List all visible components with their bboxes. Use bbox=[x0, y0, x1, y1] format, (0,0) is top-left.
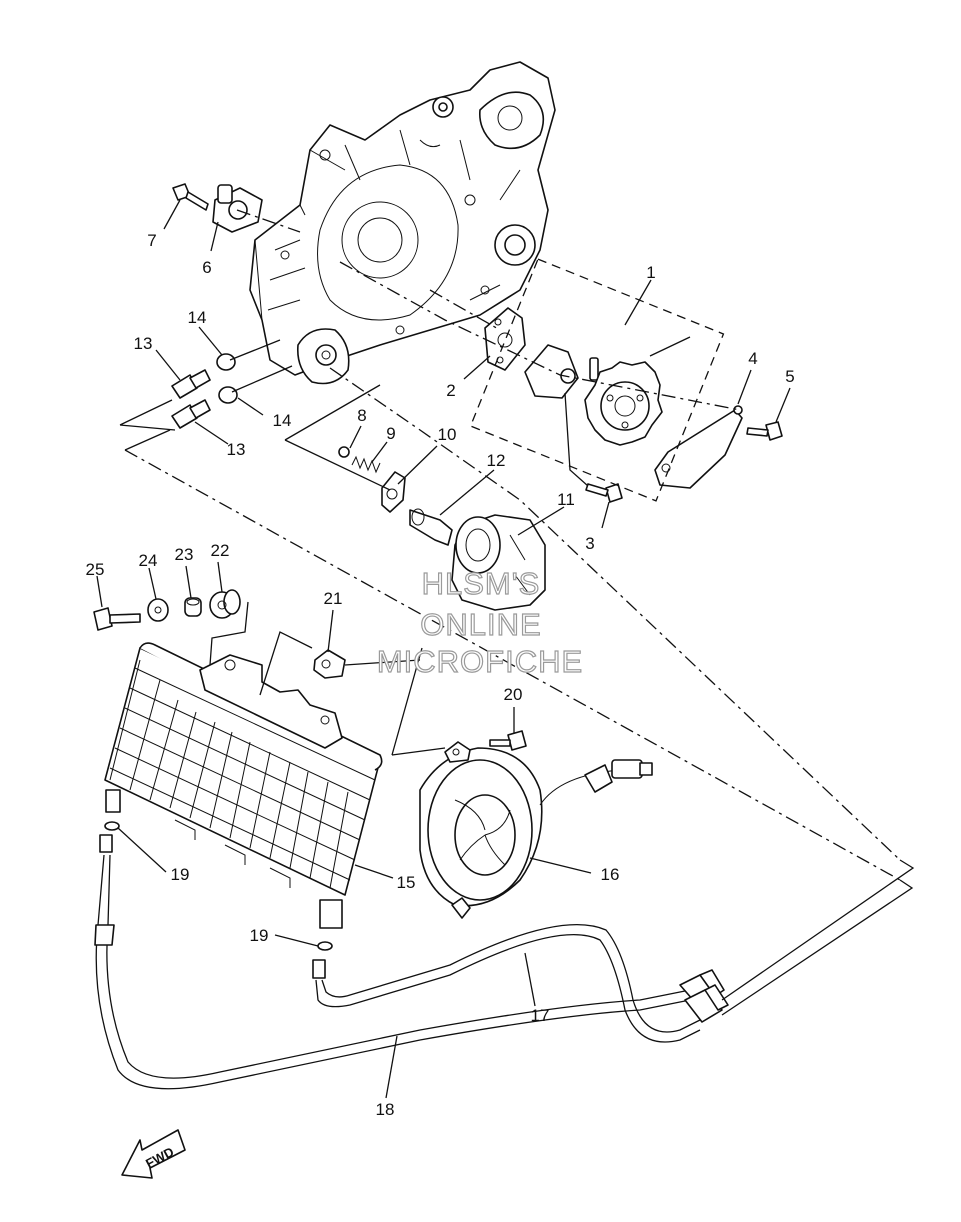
part-1-oil-pump bbox=[524, 344, 663, 446]
callout-18: 18 bbox=[376, 1100, 395, 1119]
callout-13-upper: 13 bbox=[134, 334, 153, 353]
callout-21: 21 bbox=[324, 589, 343, 608]
crankcase-half bbox=[249, 61, 556, 385]
part-20-bolt bbox=[489, 730, 527, 751]
part-5-bolt bbox=[746, 421, 783, 441]
callout-14-upper: 14 bbox=[188, 308, 207, 327]
part-8-ball bbox=[338, 446, 350, 458]
callout-8: 8 bbox=[357, 406, 366, 425]
part-6-strainer bbox=[212, 184, 263, 233]
part-25-bolt bbox=[93, 607, 141, 631]
watermark-line-1: HLSM'S bbox=[422, 566, 541, 601]
callout-24: 24 bbox=[139, 551, 158, 570]
part-7-bolt bbox=[172, 183, 209, 211]
callout-15: 15 bbox=[397, 873, 416, 892]
callout-17: 17 bbox=[531, 1006, 550, 1025]
part-14-o-rings bbox=[216, 353, 238, 404]
callout-labels: 1 2 3 4 5 6 7 8 9 10 11 12 13 13 14 14 1… bbox=[86, 231, 795, 1119]
part-1-group-box bbox=[469, 258, 725, 502]
callout-19-lower: 19 bbox=[250, 926, 269, 945]
callout-25: 25 bbox=[86, 560, 105, 579]
fwd-arrow: FWD bbox=[121, 1129, 186, 1179]
part-4-cover bbox=[654, 405, 743, 489]
part-2-gasket bbox=[484, 307, 526, 371]
part-10-cover bbox=[381, 471, 406, 513]
callout-13-lower: 13 bbox=[227, 440, 246, 459]
callout-16: 16 bbox=[601, 865, 620, 884]
part-13-fitting-upper bbox=[171, 369, 211, 399]
leader-lines bbox=[96, 199, 791, 1099]
part-21-clip bbox=[313, 649, 346, 679]
part-9-spring bbox=[351, 455, 381, 474]
callout-6: 6 bbox=[202, 258, 211, 277]
callout-7: 7 bbox=[147, 231, 156, 250]
watermark-line-2: ONLINE bbox=[420, 607, 541, 642]
part-22-grommet bbox=[209, 589, 241, 619]
callout-5: 5 bbox=[785, 367, 794, 386]
callout-3: 3 bbox=[585, 534, 594, 553]
part-16-fan bbox=[419, 741, 653, 919]
part-18-oil-pipe bbox=[94, 834, 725, 1090]
part-19-o-ring-lower bbox=[317, 941, 333, 951]
callout-2: 2 bbox=[446, 381, 455, 400]
watermark-line-3: MICROFICHE bbox=[377, 644, 583, 679]
part-15-oil-cooler bbox=[104, 642, 383, 929]
callout-4: 4 bbox=[748, 349, 757, 368]
callout-23: 23 bbox=[175, 545, 194, 564]
callout-14-lower: 14 bbox=[273, 411, 292, 430]
callout-11: 11 bbox=[557, 490, 575, 509]
part-12-bolt bbox=[409, 508, 453, 546]
part-11-oil-filter bbox=[451, 514, 546, 611]
part-19-o-ring-upper bbox=[104, 821, 120, 831]
part-3-bolt bbox=[585, 483, 623, 503]
callout-10: 10 bbox=[438, 425, 457, 444]
part-13-fitting-lower bbox=[171, 399, 211, 429]
callout-20: 20 bbox=[504, 685, 523, 704]
callout-12: 12 bbox=[487, 451, 506, 470]
reference-lines bbox=[119, 209, 915, 1016]
part-23-collar bbox=[184, 597, 202, 617]
callout-1: 1 bbox=[646, 263, 655, 282]
watermark: HLSM'S ONLINE MICROFICHE bbox=[376, 565, 583, 679]
callout-19-upper: 19 bbox=[171, 865, 190, 884]
part-24-washer bbox=[147, 598, 169, 622]
callout-22: 22 bbox=[211, 541, 230, 560]
part-17-oil-pipe bbox=[312, 924, 729, 1043]
callout-9: 9 bbox=[386, 424, 395, 443]
